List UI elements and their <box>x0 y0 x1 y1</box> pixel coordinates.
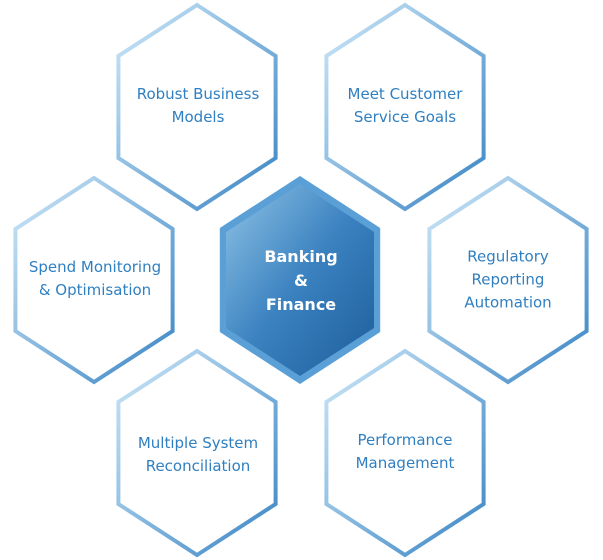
hex-regulatory-reporting: Regulatory Reporting Automation <box>423 246 593 315</box>
center-label-line: Finance <box>265 295 337 314</box>
hex-label-line: Reporting <box>471 270 545 289</box>
hex-label-line: Performance <box>357 431 453 449</box>
hexagon-outline <box>116 348 278 558</box>
hex-label-line: Meet Customer <box>347 85 463 103</box>
hex-label-line: Management <box>355 454 455 472</box>
hex-label-line: Multiple System <box>137 434 259 452</box>
center-hex-banking-finance: Banking & Finance <box>216 245 386 317</box>
center-label-line: & <box>294 271 308 290</box>
hex-label-line: & Optimisation <box>38 281 152 299</box>
hex-meet-customer-service-goals: Meet Customer Service Goals <box>320 83 490 129</box>
hex-label-line: Reconciliation <box>145 457 251 475</box>
hex-label-line: Robust Business <box>136 85 260 103</box>
hexagon-outline <box>324 348 486 558</box>
hex-label-line: Models <box>171 108 225 126</box>
hex-label-line: Regulatory <box>467 247 549 266</box>
hexagon-outline <box>427 175 589 385</box>
hex-spend-monitoring: Spend Monitoring & Optimisation <box>10 256 180 302</box>
hexagon-outline <box>13 175 175 385</box>
hex-label-line: Spend Monitoring <box>28 258 162 276</box>
hex-multiple-system-reconciliation: Multiple System Reconciliation <box>113 432 283 478</box>
hexagon-outline <box>324 2 486 212</box>
hex-label-line: Automation <box>464 293 552 312</box>
hex-performance-management: Performance Management <box>320 429 490 475</box>
hexagon-outline <box>116 2 278 212</box>
hex-robust-business-models: Robust Business Models <box>113 83 283 129</box>
center-label-line: Banking <box>264 247 338 266</box>
hex-label-line: Service Goals <box>353 108 457 126</box>
center-hexagon-image <box>226 184 374 376</box>
